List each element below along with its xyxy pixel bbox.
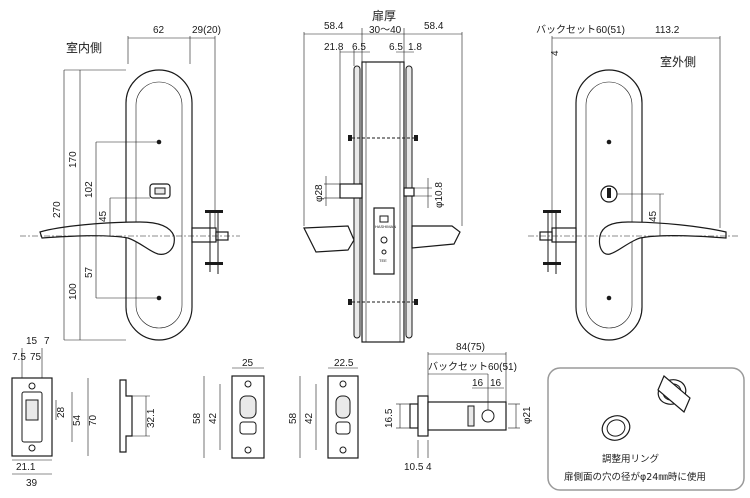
strike-plate-side — [119, 379, 133, 453]
dim-100: 100 — [68, 283, 79, 300]
dim-58-4-right: 58.4 — [424, 21, 444, 32]
interior-front-view: 室内側 62 29(20) 270 170 100 — [20, 25, 240, 341]
dim-10-5: 10.5 — [404, 462, 424, 473]
dim-58-4-left: 58.4 — [324, 21, 344, 32]
mount-screw-head-icon — [205, 210, 223, 213]
latch-faceplate-b: 22.5 58 42 — [288, 358, 359, 459]
interior-lever-side — [303, 225, 355, 253]
exterior-lever-side — [411, 225, 461, 249]
exterior-front-view: 室外側 バックセット60(51) 113.2 4 45 — [528, 24, 740, 341]
side-section-view: 扉厚 HASHIMAN TEE 58 — [303, 9, 463, 343]
strike-plate-front-view: 21.1 39 15 7 7.5 75 28 54 70 — [11, 336, 99, 489]
dim-16-b: 16 — [490, 378, 502, 389]
dim-62: 62 — [153, 25, 165, 36]
dim-1-8: 1.8 — [408, 42, 422, 53]
dim-15: 15 — [26, 336, 38, 347]
strike-plate-side-view: 32.1 — [119, 379, 157, 453]
interior-spindle-rose — [191, 227, 217, 243]
latch-faceplate-side — [417, 395, 429, 437]
dim-170: 170 — [68, 151, 79, 168]
latch-bolt-tip — [409, 403, 419, 429]
dim-270: 270 — [52, 201, 63, 218]
adjustment-ring-box — [547, 367, 745, 491]
dim-16-5: 16.5 — [384, 408, 395, 428]
dim-39: 39 — [26, 478, 38, 489]
dim-6-5-a: 6.5 — [352, 42, 366, 53]
dim-phi21: φ21 — [522, 406, 533, 424]
made-mark: TEE — [379, 258, 387, 263]
dim-45-right: 45 — [648, 210, 659, 222]
dim-30-40: 30～40 — [369, 25, 402, 36]
dim-7: 7 — [44, 336, 50, 347]
ring-title: 調整用リング — [602, 453, 660, 465]
dim-45-left: 45 — [98, 210, 109, 222]
ring-note: 扉側面の穴の径がφ24㎜時に使用 — [564, 471, 706, 483]
dim-backset-top: バックセット60(51) — [536, 24, 625, 36]
dim-42-a: 42 — [208, 412, 219, 424]
plate-screw-icon — [606, 295, 612, 301]
mount-screw-head-icon — [205, 262, 223, 265]
exterior-plate-side — [405, 65, 413, 339]
latch-side-view: 84(75) バックセット60(51) 16 16 16.5 φ21 10.5 … — [384, 342, 533, 473]
dim-54: 54 — [72, 414, 83, 426]
dim-102: 102 — [84, 181, 95, 198]
key-slot-icon — [607, 188, 611, 198]
dim-phi10-8: φ10.8 — [434, 182, 445, 208]
label-room-inside: 室内側 — [66, 40, 102, 55]
dim-42-b: 42 — [304, 412, 315, 424]
dim-28: 28 — [56, 406, 67, 418]
dim-6-5-b: 6.5 — [389, 42, 403, 53]
exterior-escutcheon-plate — [575, 69, 643, 341]
dim-25: 25 — [242, 358, 254, 369]
thumb-turn-side — [339, 183, 363, 199]
adjustment-ring-panel: 調整用リング 扉側面の穴の径がφ24㎜時に使用 — [547, 367, 745, 491]
cylinder-side — [403, 187, 415, 197]
interior-lever-handle — [39, 221, 175, 255]
dim-58-a: 58 — [192, 412, 203, 424]
interior-plate-side — [353, 65, 361, 339]
brand-mark: HASHIMAN — [375, 224, 396, 229]
interior-plate-inner-edge — [135, 81, 183, 329]
dim-phi28: φ28 — [314, 184, 325, 202]
dim-57: 57 — [84, 266, 95, 278]
latch-faceplate-a: 25 58 42 — [192, 358, 265, 459]
dim-21-8: 21.8 — [324, 42, 344, 53]
door-leaf-section — [361, 61, 405, 343]
thumb-turn-grip — [154, 187, 166, 195]
label-room-outside: 室外側 — [660, 54, 696, 69]
latch-body-section — [373, 207, 395, 275]
plate-screw-icon — [606, 139, 612, 145]
dim-22-5: 22.5 — [334, 358, 354, 369]
dim-75: 75 — [30, 352, 42, 363]
exterior-lever-handle — [598, 221, 727, 255]
dim-7-5: 7.5 — [12, 352, 26, 363]
dim-84-75: 84(75) — [456, 342, 485, 353]
dim-58-b: 58 — [288, 412, 299, 424]
dim-4-bottom: 4 — [426, 462, 432, 473]
dim-70: 70 — [88, 414, 99, 426]
latch-case — [427, 401, 507, 431]
dim-16-a: 16 — [472, 378, 484, 389]
dim-backset-latch: バックセット60(51) — [428, 361, 517, 373]
label-door-thickness: 扉厚 — [372, 9, 396, 23]
dim-4-top: 4 — [550, 50, 561, 56]
dim-32-1: 32.1 — [146, 408, 157, 428]
dim-113-2: 113.2 — [655, 25, 680, 36]
dim-29-20: 29(20) — [192, 25, 221, 36]
dim-21-1: 21.1 — [16, 462, 36, 473]
interior-escutcheon-plate — [125, 69, 193, 341]
